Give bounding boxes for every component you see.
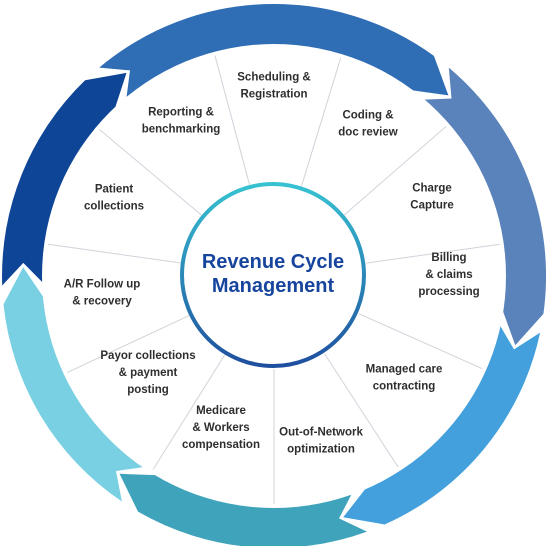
segment-coding-doc-review: Coding & doc review bbox=[338, 110, 397, 139]
segment-label-line: Payor collections bbox=[100, 350, 195, 362]
segment-label-line: A/R Follow up bbox=[64, 279, 141, 291]
divider-line-2 bbox=[300, 57, 342, 188]
divider-line-4 bbox=[366, 243, 500, 264]
divider-line-6 bbox=[324, 353, 399, 468]
divider-line-1 bbox=[214, 55, 251, 187]
segment-label-line: Patient bbox=[95, 184, 134, 196]
segment-label-line: Out-of-Network bbox=[279, 427, 363, 439]
center-title-line1: Revenue Cycle bbox=[202, 251, 344, 273]
segment-label-line: Billing bbox=[431, 252, 466, 264]
segment-managed-care-contracting: Managed care contracting bbox=[366, 364, 443, 393]
divider-line-9 bbox=[67, 314, 190, 373]
segment-label-line: Charge bbox=[412, 183, 452, 195]
arrow-bottom bbox=[119, 473, 367, 546]
segment-medicare-workers-comp: Medicare & Workers compensation bbox=[182, 405, 260, 451]
segment-ar-follow-up: A/R Follow up & recovery bbox=[64, 279, 141, 308]
segment-scheduling-registration: Scheduling & Registration bbox=[237, 72, 310, 101]
segment-label-line: Managed care bbox=[366, 364, 443, 376]
segment-label-line: Scheduling & bbox=[237, 72, 310, 84]
segment-label-line: Reporting & bbox=[148, 107, 214, 119]
segment-label-line: benchmarking bbox=[142, 124, 221, 136]
segment-out-of-network-optimization: Out-of-Network optimization bbox=[279, 427, 363, 456]
segment-label-line: processing bbox=[418, 286, 479, 298]
segment-dividers bbox=[48, 55, 500, 504]
segment-label-line: collections bbox=[84, 201, 144, 213]
segment-label-line: & claims bbox=[425, 269, 472, 281]
divider-line-5 bbox=[358, 313, 483, 370]
segment-patient-collections: Patient collections bbox=[84, 184, 144, 213]
center-hub bbox=[180, 182, 366, 368]
segment-label-line: Capture bbox=[410, 200, 453, 212]
segment-label-line: Medicare bbox=[196, 405, 246, 417]
segment-payor-collections: Payor collections & payment posting bbox=[100, 350, 195, 396]
arrow-right-upper bbox=[421, 67, 546, 346]
segment-billing-claims: Billing & claims processing bbox=[418, 252, 479, 298]
segment-label-line: & recovery bbox=[72, 296, 132, 308]
segment-label-line: Registration bbox=[240, 89, 307, 101]
divider-line-11 bbox=[98, 129, 204, 217]
segment-label-line: & Workers bbox=[192, 422, 249, 434]
segment-label-line: & payment bbox=[119, 367, 178, 379]
segment-reporting-benchmarking: Reporting & benchmarking bbox=[142, 107, 221, 136]
segment-label-line: Coding & bbox=[342, 110, 393, 122]
arrow-left-lower bbox=[3, 267, 146, 502]
arrow-top bbox=[99, 3, 449, 100]
segment-label-line: contracting bbox=[373, 381, 436, 393]
segment-label-line: doc review bbox=[338, 127, 397, 139]
segment-label-line: posting bbox=[127, 384, 169, 396]
center-title-line2: Management bbox=[212, 275, 335, 297]
divider-line-8 bbox=[152, 354, 226, 470]
segment-label-line: compensation bbox=[182, 439, 260, 451]
segment-label-line: optimization bbox=[287, 444, 355, 456]
divider-line-10 bbox=[48, 243, 182, 264]
divider-line-3 bbox=[343, 126, 447, 216]
